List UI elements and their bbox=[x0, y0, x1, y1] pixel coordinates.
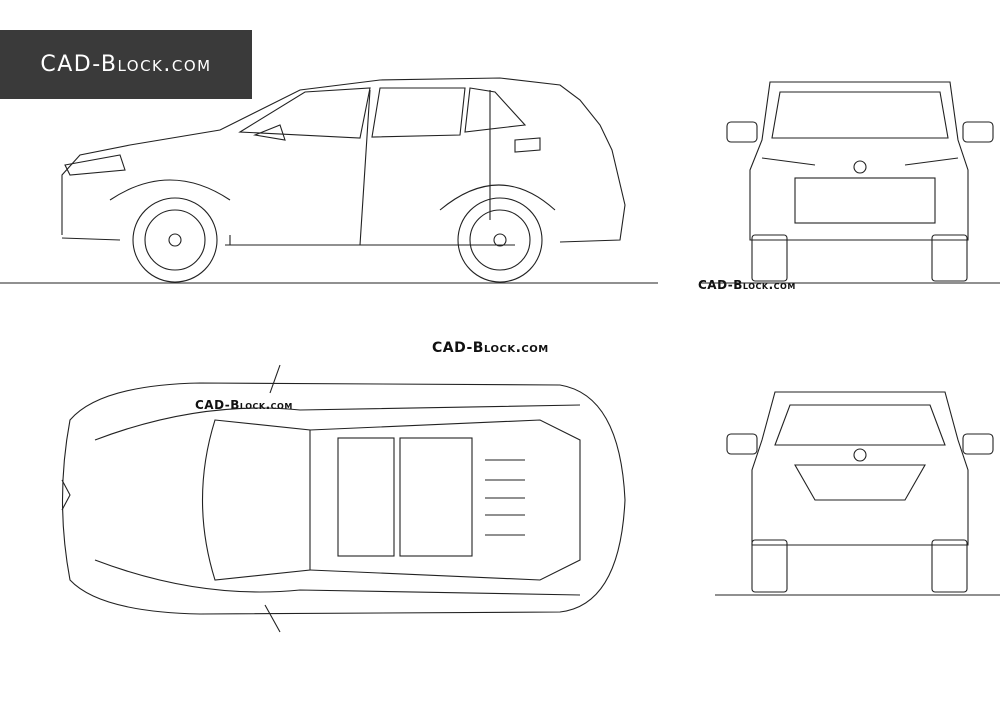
front-view bbox=[700, 81, 1000, 284]
side-view bbox=[0, 77, 658, 284]
site-logo: CAD-Block.com bbox=[0, 30, 252, 99]
rear-view bbox=[715, 391, 1000, 596]
watermark-center: CAD-Block.com bbox=[432, 340, 549, 356]
top-view bbox=[61, 364, 626, 633]
